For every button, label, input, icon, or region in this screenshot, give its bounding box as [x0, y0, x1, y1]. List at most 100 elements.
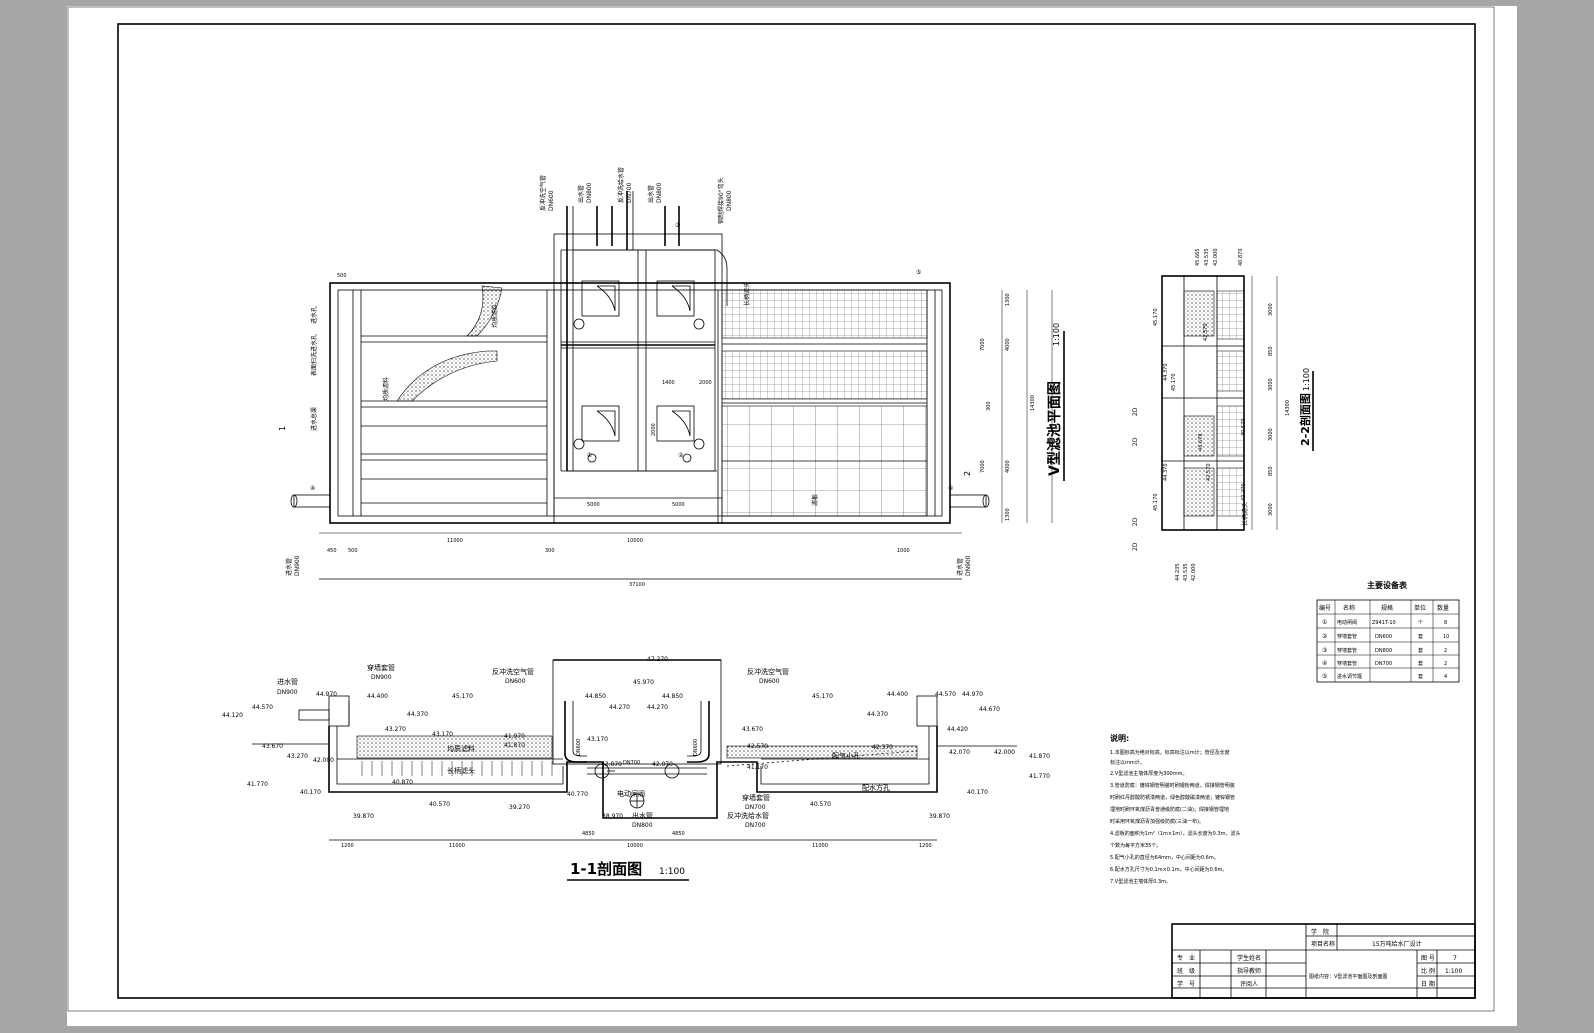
- plan-media-2-label: 均质滤料: [382, 377, 390, 401]
- s22-e-42270: 42.270: [1241, 484, 1247, 502]
- s22-e-45170a: 45.170: [1153, 309, 1159, 327]
- s22-e-43535: 43.535: [1204, 249, 1210, 267]
- s11-water-pipe-size: DN700: [745, 822, 766, 829]
- svg-text:DN700: DN700: [1375, 661, 1392, 667]
- s11-e-41870: 41.870: [504, 742, 525, 749]
- eq-header-unit: 单位: [1414, 604, 1426, 612]
- s22-e-42570a: 42.570: [1203, 324, 1209, 342]
- s11-dim-11000b: 11000: [812, 843, 828, 849]
- section-1-1: 进水管 DN900 穿墙套管 DN900 反冲洗空气管 DN600 反冲洗空气管…: [222, 656, 1050, 881]
- s11-e-39870r: 39.870: [929, 813, 950, 820]
- plan-dim-500-top: 500: [337, 273, 347, 279]
- s22-d-3000d: 3000: [1268, 503, 1274, 516]
- eq-row-1: ① 电动闸阀 Z941T-10 个 8: [1322, 619, 1447, 626]
- s11-air-left-label: 反冲洗空气管: [492, 667, 534, 676]
- plan-dim-450: 450: [327, 548, 337, 554]
- svg-text:套: 套: [1418, 673, 1423, 680]
- section-2-2: 45.665 43.535 42.000 40.870 45.170 42.57…: [1132, 249, 1314, 582]
- svg-text:①: ①: [1322, 619, 1327, 626]
- s11-e-42070r: 42.070: [949, 749, 970, 756]
- s22-e-40870: 40.870: [1238, 249, 1244, 267]
- s11-dim-1200a: 1200: [341, 843, 354, 849]
- plan-marker-4b: ④: [948, 485, 953, 492]
- svg-text:套: 套: [1418, 647, 1423, 654]
- plan-marker-5: ⑤: [916, 269, 921, 276]
- s11-e-45970: 45.970: [633, 679, 654, 686]
- s11-e-39270: 39.270: [509, 804, 530, 811]
- s11-air-right-label: 反冲洗空气管: [747, 667, 789, 676]
- svg-text:穿墙套管: 穿墙套管: [1337, 660, 1357, 667]
- s11-e-44570r: 44.570: [935, 691, 956, 698]
- note-line-4: 3.管道防腐：镀锌钢管明装时刷银粉两道，焊接钢管明装: [1110, 782, 1235, 789]
- plan-dim-5000a: 5000: [587, 502, 600, 508]
- plan-dim-1300a: 1300: [1005, 293, 1011, 306]
- s11-e-41970: 41.970: [504, 733, 525, 740]
- s11-sleeve2-label: 穿墙套管: [742, 793, 770, 802]
- plan-pipe-3-size: DN700: [626, 182, 633, 203]
- svg-text:DN800: DN800: [1375, 648, 1392, 654]
- plan-dim-300v: 300: [986, 401, 992, 411]
- s22-d-14300: 14300: [1285, 400, 1291, 416]
- plan-nozzle-label: 长柄滤头: [743, 282, 751, 306]
- s11-e-44400l: 44.400: [367, 693, 388, 700]
- s22-d-3000b: 3000: [1268, 378, 1274, 391]
- plan-dim-5000b: 5000: [672, 502, 685, 508]
- s22-e-43535b: 43.535: [1183, 564, 1189, 582]
- plan-filter-plate-label: 滤板: [811, 494, 819, 506]
- s11-e-42000r: 42.000: [994, 749, 1015, 756]
- s11-outlet-label: 出水管: [632, 811, 653, 820]
- tb-class-label: 班 级: [1177, 967, 1195, 975]
- s11-e-42070n: 42.070: [652, 761, 673, 768]
- s11-e-43170m: 43.170: [587, 736, 608, 743]
- s11-sleeve-label: 穿墙套管: [367, 663, 395, 672]
- svg-text:④: ④: [1322, 660, 1327, 667]
- plan-dim-14300: 14300: [1030, 395, 1036, 411]
- eq-header-no: 编号: [1319, 604, 1331, 612]
- s11-e-44120: 44.120: [222, 712, 243, 719]
- s11-dn600b: DN600: [693, 739, 699, 756]
- note-line-7: 时采用环氧煤沥青加强级防腐(三油一布)。: [1110, 818, 1204, 825]
- s22-e-45665: 45.665: [1195, 249, 1201, 267]
- plan-dim-1000: 1000: [897, 548, 910, 554]
- s11-inlet-size: DN900: [277, 689, 298, 696]
- svg-text:2: 2: [1444, 661, 1447, 667]
- s11-e-44400r: 44.400: [887, 691, 908, 698]
- s22-mark-c: 2D: [1132, 517, 1139, 526]
- s11-dim-10000: 10000: [627, 843, 643, 849]
- plan-view: 反冲洗空气管 DN600 出水管 DN800 反冲洗给水管 DN700 出水管 …: [278, 167, 1065, 588]
- svg-text:电动闸阀: 电动闸阀: [1337, 619, 1357, 626]
- s11-e-40570l: 40.570: [429, 801, 450, 808]
- s11-outlet-size: DN800: [632, 822, 653, 829]
- tb-college-label: 学 院: [1311, 928, 1329, 936]
- note-line-1: 1.本图标高为绝对标高，标高标注以m计；管径及长度: [1110, 749, 1230, 756]
- s11-e-44370l: 44.370: [407, 711, 428, 718]
- plan-pipe-1-size: DN600: [548, 190, 555, 211]
- s11-e-43170l: 43.170: [432, 731, 453, 738]
- plan-inlet-right-label: 进水管: [956, 558, 964, 576]
- note-line-3: 2.V型滤池主墙体厚度为300mm。: [1110, 770, 1187, 777]
- svg-text:⑤: ⑤: [1322, 673, 1327, 680]
- tb-drawing-no-value: 7: [1453, 955, 1457, 962]
- s11-e-43270b: 43.270: [287, 753, 308, 760]
- s11-e-40770: 40.770: [567, 791, 588, 798]
- plan-pipe-5-label: 钢制焊接90°弯头: [717, 177, 725, 224]
- s22-d-3000a: 3000: [1268, 303, 1274, 316]
- svg-text:套: 套: [1418, 660, 1423, 667]
- s11-media-label: 均质滤料: [447, 744, 475, 753]
- tb-project-label: 项目名称: [1311, 940, 1335, 948]
- s22-e-44235: 44.235: [1175, 564, 1181, 582]
- plan-dim-1300b: 1300: [1005, 508, 1011, 521]
- plan-pipe-4-size: DN800: [656, 182, 663, 203]
- plan-pipe-3-label: 反冲洗给水管: [617, 167, 625, 203]
- plan-dim-500: 500: [348, 548, 358, 554]
- s22-d-3000c: 3000: [1268, 428, 1274, 441]
- s22-d-850a: 850: [1268, 346, 1274, 356]
- s11-inlet-label: 进水管: [277, 677, 298, 686]
- plan-dim-7000b: 7000: [980, 460, 986, 473]
- plan-inlet-left-size: DN900: [294, 555, 301, 576]
- plan-section-mark-2: 2: [963, 471, 972, 476]
- tb-scale-value: 1:100: [1445, 968, 1462, 975]
- s22-scale: 1:100: [1302, 368, 1311, 391]
- s11-e-44420: 44.420: [947, 726, 968, 733]
- note-line-5: 时刷红丹醇酸防锈漆两道，绿色醇酸磁漆两道；镀锌钢管: [1110, 794, 1235, 801]
